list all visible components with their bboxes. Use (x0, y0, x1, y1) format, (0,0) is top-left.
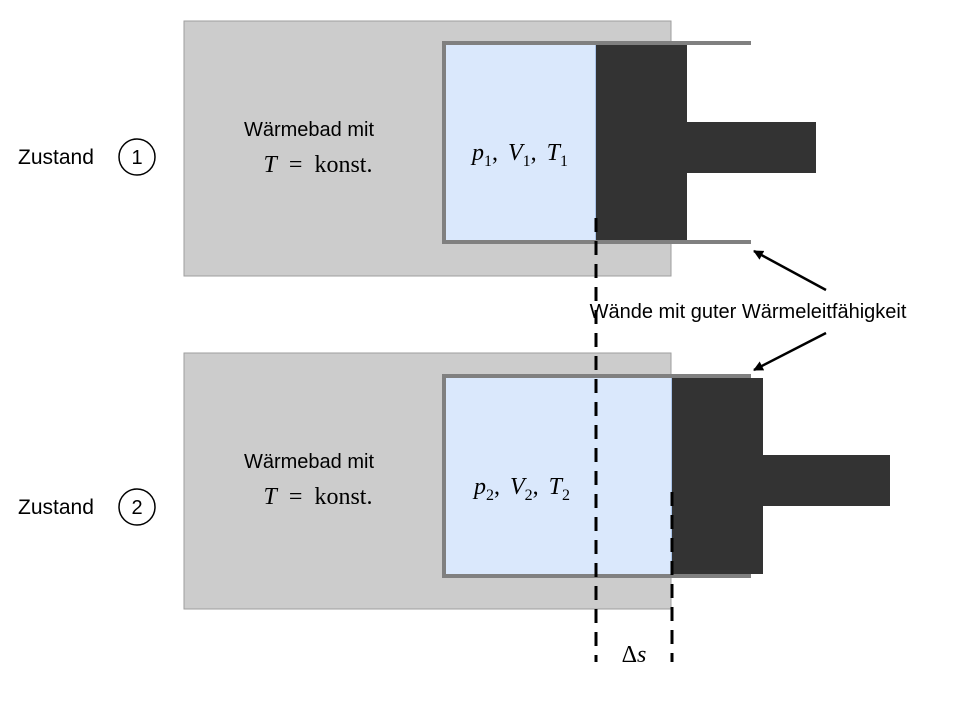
gas-state-1-label: p1, V1, T1 (470, 140, 568, 170)
gas-volume-2 (443, 375, 673, 577)
arrow-to-wall-2 (753, 331, 827, 372)
walls-label: Wände mit guter Wärmeleitfähigkeit (590, 301, 907, 323)
state-1-number: 1 (131, 147, 142, 169)
heat-bath-2-temperature-condition: T = konst. (264, 484, 373, 510)
state-2-number-circle (118, 488, 156, 526)
piston-1-head (596, 45, 687, 240)
piston-1-rod (687, 122, 816, 173)
state-2: Zustand 2 Wärmebad mit T = konst. p2, V2… (18, 352, 890, 610)
piston-2-rod (763, 455, 890, 506)
heat-bath-2-equals: = (289, 484, 303, 510)
heat-bath-2-T: T (264, 484, 279, 510)
heat-bath-1-temperature-condition: T = konst. (264, 152, 373, 178)
heat-bath-1-label: Wärmebad mit (244, 119, 374, 141)
arrow-to-wall-1 (753, 249, 827, 292)
heat-bath-1-konst: konst. (314, 152, 372, 178)
heat-bath-2-label: Wärmebad mit (244, 451, 374, 473)
gas-state-2-label: p2, V2, T2 (472, 474, 570, 504)
state-1: Zustand 1 Wärmebad mit T = konst. p1, V1… (18, 20, 816, 277)
state-2-label: Zustand (18, 496, 94, 519)
wall-annotation: Wände mit guter Wärmeleitfähigkeit (590, 249, 907, 372)
state-1-label: Zustand (18, 146, 94, 169)
heat-bath-2-konst: konst. (314, 484, 372, 510)
piston-2-head (672, 378, 763, 574)
displacement-label: Δs (622, 642, 647, 668)
state-1-number-circle (118, 138, 156, 176)
state-2-number: 2 (131, 497, 142, 519)
heat-bath-1-T: T (264, 152, 279, 178)
displacement-indicator: Δs (594, 218, 674, 668)
heat-bath-1-equals: = (289, 152, 303, 178)
